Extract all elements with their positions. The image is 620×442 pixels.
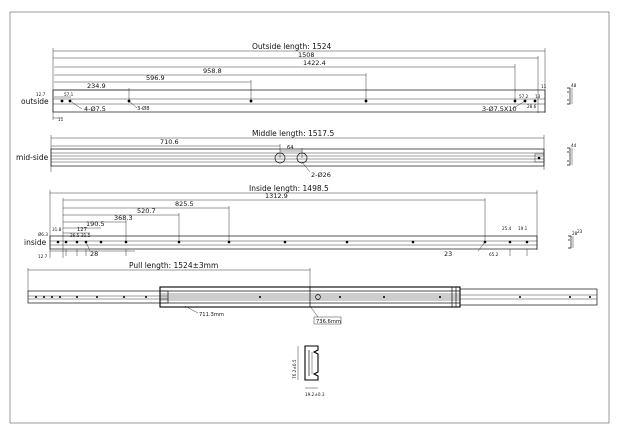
dim-dia-6-3: Ø6.3 bbox=[38, 232, 48, 237]
dim-958-8: 958.8 bbox=[203, 67, 222, 75]
dim-31-5: 31.5 bbox=[81, 233, 91, 238]
dim-1422-4: 1422.4 bbox=[303, 59, 326, 67]
inside-title: Inside length: 1498.5 bbox=[249, 184, 329, 193]
dim-23-inside: 23 bbox=[577, 229, 583, 234]
dim-31-8: 31.8 bbox=[52, 227, 62, 232]
dim-127: 127 bbox=[77, 227, 87, 233]
dim-2-holes-26: 2-Ø26 bbox=[311, 171, 331, 179]
outside-rail-view: Outside length: 1524 1508 1422.4 958.8 5… bbox=[21, 42, 577, 122]
dim-520-7: 520.7 bbox=[137, 207, 156, 215]
middle-rail-view: Middle length: 1517.5 710.6 64 2-Ø26 mid… bbox=[16, 129, 577, 179]
dim-28-inside: 28 bbox=[572, 231, 578, 236]
dim-3-holes-8: 3-Ø8 bbox=[137, 105, 150, 112]
dim-825-5: 825.5 bbox=[175, 200, 194, 208]
dim-13: 13 bbox=[535, 94, 541, 99]
dim-5-slots-6-5x9-5: 23 bbox=[444, 250, 452, 258]
dim-26-5: 26.5 bbox=[70, 233, 80, 238]
dim-44-middle: 44 bbox=[571, 143, 577, 148]
dim-3-slots-7-5x10: 3-Ø7.5X10 bbox=[482, 105, 517, 113]
dim-76-2: 76.2±0.5 bbox=[292, 359, 297, 379]
cross-section-view: 76.2±0.5 19.2±0.3 bbox=[292, 345, 325, 397]
dim-736-6mm: 736.6mm bbox=[316, 319, 341, 325]
outside-label: outside bbox=[21, 97, 49, 106]
dim-11-outside: 11 bbox=[58, 117, 64, 122]
pull-title: Pull length: 1524±3mm bbox=[129, 261, 218, 270]
pull-assembly-view: Pull length: 1524±3mm bbox=[27, 261, 598, 325]
dim-12-7-outside: 12.7 bbox=[36, 92, 46, 97]
dim-12-7-inside: 12.7 bbox=[38, 254, 48, 259]
dim-28-6: 28.6 bbox=[527, 104, 537, 109]
dim-710-6: 710.6 bbox=[160, 138, 179, 146]
dim-1312-9: 1312.9 bbox=[265, 192, 288, 200]
dim-9-holes-6-5: 28 bbox=[90, 250, 98, 258]
dim-368-3: 368.3 bbox=[114, 214, 133, 222]
dim-48-outside: 48 bbox=[571, 83, 577, 88]
dim-65-2: 65.2 bbox=[489, 252, 499, 257]
dim-1508: 1508 bbox=[298, 51, 315, 59]
dim-4-holes-7-5: 4-Ø7.5 bbox=[84, 105, 106, 113]
dim-64: 64 bbox=[287, 145, 294, 151]
dim-711-3mm: 711.3mm bbox=[199, 312, 224, 318]
mid-side-label: mid-side bbox=[16, 153, 49, 162]
middle-title: Middle length: 1517.5 bbox=[252, 129, 334, 138]
dim-57-1: 57.1 bbox=[64, 92, 74, 97]
outside-title: Outside length: 1524 bbox=[252, 42, 331, 51]
dim-19-2: 19.2±0.3 bbox=[305, 392, 325, 397]
drawing-frame bbox=[9, 11, 610, 424]
inside-rail-view: Inside length: 1498.5 1312.9 825.5 520.7… bbox=[24, 184, 583, 259]
dim-57-2: 57.2 bbox=[519, 94, 529, 99]
dim-25-4: 25.4 bbox=[502, 226, 512, 231]
dim-190-5: 190.5 bbox=[86, 220, 105, 228]
dim-234-9: 234.9 bbox=[87, 82, 106, 90]
dim-596-9: 596.9 bbox=[146, 74, 165, 82]
inside-label: inside bbox=[24, 238, 47, 247]
dim-19-1: 19.1 bbox=[518, 226, 528, 231]
dim-11-outside-end: 11 bbox=[541, 84, 547, 89]
